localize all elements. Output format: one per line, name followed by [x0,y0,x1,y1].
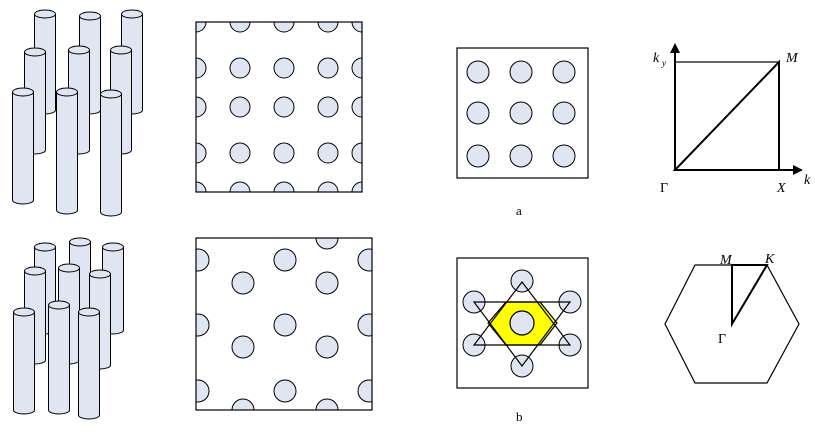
cell-rod [552,101,576,125]
cell-rod [510,269,534,293]
lattice-rod [231,398,255,410]
lattice-rod [196,57,207,79]
lattice-rod [231,271,255,295]
k-point: K [764,252,775,267]
lattice-rod [273,22,295,33]
ky-label: k [653,51,660,66]
lattice-rod [196,142,207,164]
rod [78,307,100,420]
row-b-label: b [516,409,523,424]
rod [12,87,34,205]
cell-rod [466,144,490,168]
lattice-rod [196,313,210,337]
lattice-rod [196,22,207,33]
cell-rod [552,60,576,84]
lattice-rod [351,57,362,79]
lattice-rod [196,248,210,272]
cell-rod [509,60,533,84]
lattice-rod [229,181,251,192]
lattice-rod [273,142,295,164]
lattice-rod [315,335,339,359]
lattice-rod [351,96,362,118]
lattice-rod [273,379,297,403]
rod [100,89,122,217]
lattice-rod [273,181,295,192]
cell-rod [552,144,576,168]
kx-label: k [804,173,811,188]
gamma-point-b: Γ [718,332,726,347]
lattice-rod [315,271,339,295]
m-point-b: M [719,253,733,268]
lattice-rod [351,22,362,33]
lattice-rod [317,57,339,79]
rods-triangular-3d [13,237,124,420]
lattice-rod [229,22,251,33]
m-point-a: M [785,51,799,66]
star-triangle-down [472,301,572,367]
square-brillouin-zone: k y k Γ X M [653,43,811,196]
rod [48,300,70,415]
x-point: X [776,181,786,196]
lattice-rod [351,181,362,192]
star-triangle-up [472,281,572,346]
triangular-lattice-crosssection [195,237,373,411]
cell-rod [509,101,533,125]
gamma-point-a: Γ [660,181,668,196]
cell-rod [466,101,490,125]
lattice-rod [351,142,362,164]
lattice-rod [229,96,251,118]
center-rod [509,310,535,336]
lattice-rod [196,379,210,403]
row-a-label: a [516,203,522,218]
lattice-rod [315,398,339,410]
lattice-rod [273,248,297,272]
lattice-rod [273,57,295,79]
cell-rod [466,60,490,84]
ky-subscript: y [661,58,666,68]
lattice-rod [317,22,339,33]
square-unit-cell [456,47,589,179]
cell-rod [509,144,533,168]
hexagonal-brillouin-zone: M K Γ [664,252,800,384]
square-lattice-crosssection [195,21,363,193]
rods-square-3d [12,9,143,217]
lattice-rod [196,181,207,192]
lattice-rod [315,238,339,250]
lattice-rod [229,142,251,164]
lattice-rod [196,96,207,118]
lattice-rod [273,96,295,118]
lattice-rod [357,313,372,337]
lattice-rod [317,181,339,192]
rod [56,87,78,215]
lattice-rod [229,57,251,79]
lattice-rod [273,313,297,337]
lattice-rod [357,248,372,272]
rod [13,307,35,415]
triangular-unit-cell [456,257,589,389]
lattice-rod [317,142,339,164]
lattice-rod [357,379,372,403]
lattice-rod [231,335,255,359]
lattice-rod [317,96,339,118]
